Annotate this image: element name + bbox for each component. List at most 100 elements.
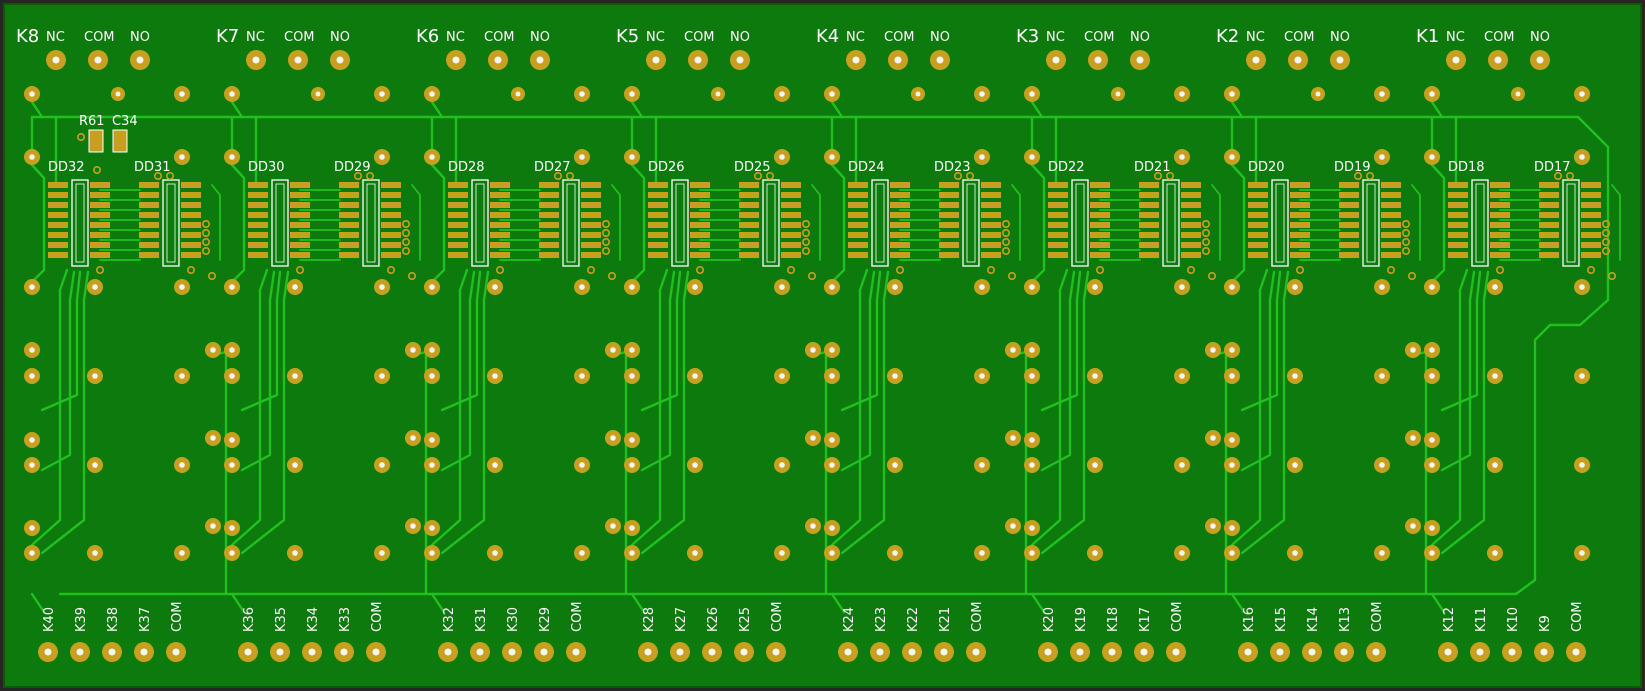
relay-pad-k8-c-hole	[179, 91, 185, 97]
smd-pad-dd26-r4	[690, 222, 710, 228]
relay-grid-pad-k4-r3-2-hole	[979, 550, 985, 556]
trace-k1-t5	[1430, 268, 1469, 547]
via-k3-2	[1166, 172, 1175, 181]
chip-label-dd27: DD27	[534, 160, 571, 175]
smd-pad-dd24-l5	[848, 232, 868, 238]
relay-grid-pad-k7-r0-2-hole	[379, 284, 385, 290]
trace-k7-t5	[230, 268, 269, 547]
relay-grid-pad-k2-r3-2-hole	[1379, 550, 1385, 556]
chip-outline-dd25	[762, 179, 780, 267]
input-label-k1-k10: K10	[1506, 607, 1521, 632]
relay-pin-label-k6-com: COM	[484, 30, 515, 45]
smd-pad-dd17-l6	[1539, 242, 1559, 248]
relay-grid-pad-k8-r1-2-hole	[179, 373, 185, 379]
via-k1-col-3	[1602, 247, 1611, 256]
chip-label-dd25: DD25	[734, 160, 771, 175]
smd-pad-dd18-l4	[1448, 222, 1468, 228]
trace-k8-t6	[40, 270, 76, 472]
smd-pad-dd27-r1	[581, 192, 601, 198]
terminal-pad-k4-1-hole	[894, 56, 902, 64]
smd-pad-dd29-r4	[381, 222, 401, 228]
input-label-k5-k25: K25	[738, 607, 753, 632]
smd-pad-dd23-l0	[939, 182, 959, 188]
relay-grid-pad-k7-r3-1-hole	[292, 550, 298, 556]
smd-pad-dd24-r1	[890, 192, 910, 198]
relay-pad-k7-d-hole	[229, 154, 235, 160]
chip-inner-dd31	[166, 183, 176, 263]
via-k1-1	[1554, 172, 1563, 181]
trace-k6-t5	[430, 268, 469, 547]
chip-via-dd23	[986, 265, 995, 274]
smd-pad-dd26-l1	[648, 192, 668, 198]
trace-k3-t4	[1030, 163, 1046, 284]
smd-pad-dd30-l1	[248, 192, 268, 198]
chip-outline-dd28	[471, 179, 489, 267]
relay-grid-pad-k2-r0-0-hole	[1229, 284, 1235, 290]
smd-pad-dd21-r7	[1181, 252, 1201, 258]
chip-label-dd21: DD21	[1134, 160, 1171, 175]
smd-pad-dd18-r3	[1490, 212, 1510, 218]
relay-grid-pad-k3-r0-1-hole	[1092, 284, 1098, 290]
relay-grid-pad-k1-r2-2-hole	[1579, 462, 1585, 468]
via-k2-2	[1366, 172, 1375, 181]
relay-grid-pad-k2-r1-1-hole	[1292, 373, 1298, 379]
input-label-k2-com: COM	[1370, 601, 1385, 632]
relay-pad-k4-a-hole	[829, 91, 835, 97]
terminal-pad-k5-2-hole	[736, 56, 744, 64]
smd-pad-dd29-l0	[339, 182, 359, 188]
relay-grid-pad-k6-r3-2-hole	[579, 550, 585, 556]
smd-pad-dd22-l6	[1048, 242, 1068, 248]
smd-pad-dd32-l2	[48, 202, 68, 208]
via-k5-col-0	[801, 220, 810, 229]
trace-k4-t4	[830, 163, 846, 284]
smd-pad-dd29-r7	[381, 252, 401, 258]
smd-pad-dd32-r6	[90, 242, 110, 248]
input-pad-k4-3-hole	[940, 648, 948, 656]
relay-grid-pad-k5-r0-0-hole	[629, 284, 635, 290]
relay-pad-k5-d-hole	[629, 154, 635, 160]
via-k2-col-0	[1402, 220, 1411, 229]
relay-grid-pad-k1-r3-1-hole	[1492, 550, 1498, 556]
trace-k8-t1	[30, 100, 44, 119]
smd-pad-dd21-l2	[1139, 202, 1159, 208]
smd-pad-dd21-r4	[1181, 222, 1201, 228]
trace-k7-t7	[240, 270, 282, 412]
smd-pad-dd17-r5	[1581, 232, 1601, 238]
capacitor-c34	[112, 129, 128, 153]
input-label-k6-com: COM	[570, 601, 585, 632]
input-pad-k6-2-hole	[508, 648, 516, 656]
relay-left-pad-k2-2-hole	[1210, 523, 1216, 529]
smd-pad-dd21-l3	[1139, 212, 1159, 218]
trace-k6-t10	[430, 592, 446, 614]
input-label-k8-k39: K39	[74, 607, 89, 632]
relay-left-pad-k6-2-hole	[410, 523, 416, 529]
smd-pad-dd19-r5	[1381, 232, 1401, 238]
smd-pad-dd19-l2	[1339, 202, 1359, 208]
chip-inner-dd25	[766, 183, 776, 263]
relay-grid-pad-k5-r2-0-hole	[629, 462, 635, 468]
trace-k5-t10	[630, 592, 646, 614]
trace-k2-t1	[1230, 100, 1244, 119]
smd-pad-dd19-r0	[1381, 182, 1401, 188]
terminal-pad-k3-1-hole	[1094, 56, 1102, 64]
relay-grid-pad-k4-r2-1-hole	[892, 462, 898, 468]
relay-pin-label-k3-com: COM	[1084, 30, 1115, 45]
smd-pad-dd18-r1	[1490, 192, 1510, 198]
chip-via-dd31	[187, 265, 196, 274]
smd-pad-dd31-r1	[181, 192, 201, 198]
terminal-pad-k4-2-hole	[936, 56, 944, 64]
trace-k7-t1	[230, 100, 244, 119]
smd-pad-dd20-r4	[1290, 222, 1310, 228]
chip-outline-dd23	[962, 179, 980, 267]
input-label-k7-k34: K34	[306, 607, 321, 632]
relay-grid-pad-k4-r2-2-hole	[979, 462, 985, 468]
via-k4-2	[965, 172, 974, 181]
smd-pad-dd31-r4	[181, 222, 201, 228]
relay-mid-pad-k4-1-hole	[829, 437, 835, 443]
smd-pad-dd25-l0	[739, 182, 759, 188]
smd-pad-dd23-r4	[981, 222, 1001, 228]
relay-left-pad-k4-0-hole	[810, 347, 816, 353]
terminal-pad-k6-1-hole	[494, 56, 502, 64]
chip-outline-dd19	[1362, 179, 1380, 267]
